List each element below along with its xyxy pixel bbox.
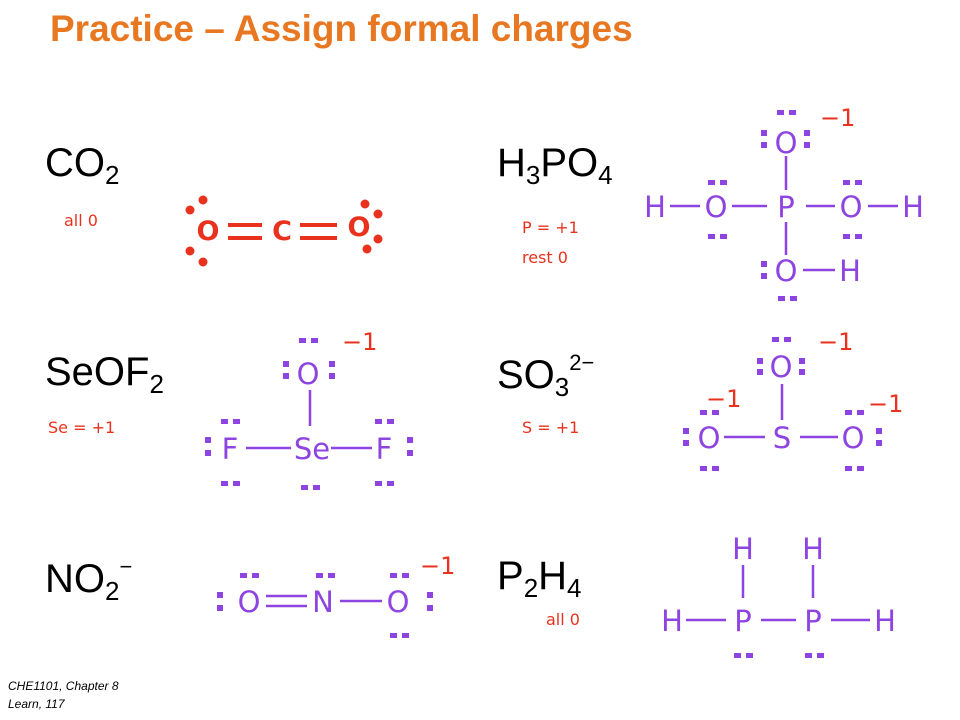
atom: H xyxy=(874,604,896,638)
atom: O xyxy=(770,350,793,384)
co2-bonds xyxy=(228,223,337,240)
answer-seof2: Se = +1 xyxy=(48,418,116,437)
p2h4-bonds xyxy=(686,565,870,622)
atom: O xyxy=(775,254,798,288)
answer-h3po4-rest: rest 0 xyxy=(522,248,568,267)
atom: F xyxy=(376,432,393,466)
p2h4-lone-pairs xyxy=(734,653,824,658)
no2-bonds xyxy=(266,594,382,608)
atom: O xyxy=(387,585,410,619)
formula-seof2: SeOF2 xyxy=(45,350,164,399)
formal-charge: −1 xyxy=(420,552,455,580)
atom: H xyxy=(732,532,754,566)
p2h4-structure: H H H P P H xyxy=(661,532,896,658)
atom: N xyxy=(312,585,334,619)
formula-so3: SO32− xyxy=(497,350,595,402)
answer-co2: all 0 xyxy=(64,211,98,230)
atom: O xyxy=(348,212,371,243)
atom: H xyxy=(644,190,666,224)
atom: F xyxy=(222,432,239,466)
atom: P xyxy=(804,604,822,638)
atom: O xyxy=(238,585,261,619)
formal-charge: −1 xyxy=(342,328,377,356)
footer-course: CHE1101, Chapter 8 xyxy=(8,679,119,693)
co2-structure: O C O xyxy=(185,195,383,267)
h3po4-structure: O H O P O H O H −1 xyxy=(644,104,924,301)
formula-co2: CO2 xyxy=(45,141,120,190)
h3po4-lone-pairs xyxy=(708,110,862,301)
atom: S xyxy=(773,421,791,455)
so3-lone-pairs xyxy=(683,337,882,471)
formal-charge: −1 xyxy=(706,385,741,413)
footer-page: Learn, 117 xyxy=(8,697,65,711)
h3po4-bonds xyxy=(670,156,898,272)
seof2-bonds xyxy=(246,390,372,450)
atom: H xyxy=(802,532,824,566)
formal-charge: −1 xyxy=(820,104,855,132)
atom: O xyxy=(775,126,798,160)
co2-lone-pairs xyxy=(185,195,383,267)
atom: P xyxy=(777,190,795,224)
formal-charge: −1 xyxy=(818,328,853,356)
atom: O xyxy=(840,190,863,224)
seof2-structure: O F Se F −1 xyxy=(205,328,413,490)
atom: O xyxy=(197,216,220,247)
answer-so3: S = +1 xyxy=(522,418,580,437)
atom: H xyxy=(902,190,924,224)
slide-title: Practice – Assign formal charges xyxy=(50,8,633,49)
so3-bonds xyxy=(724,384,838,439)
atom: O xyxy=(698,421,721,455)
atom: O xyxy=(842,421,865,455)
no2-lone-pairs xyxy=(217,573,433,638)
atom: O xyxy=(705,190,728,224)
formula-h3po4: H3PO4 xyxy=(497,141,613,190)
formal-charge: −1 xyxy=(868,390,903,418)
atom: O xyxy=(297,357,320,391)
atom: Se xyxy=(294,432,330,466)
so3-structure: O O S O −1 −1 −1 xyxy=(683,328,903,471)
atom: H xyxy=(661,604,683,638)
answer-h3po4-p: P = +1 xyxy=(522,218,579,237)
no2-structure: O N O −1 xyxy=(217,552,455,638)
formula-p2h4: P2H4 xyxy=(497,554,582,603)
atom: P xyxy=(734,604,752,638)
answer-p2h4: all 0 xyxy=(546,610,580,629)
seof2-lone-pairs xyxy=(205,338,413,490)
atom: H xyxy=(839,254,861,288)
formula-no2: NO2− xyxy=(45,554,133,606)
atom: C xyxy=(272,216,292,247)
